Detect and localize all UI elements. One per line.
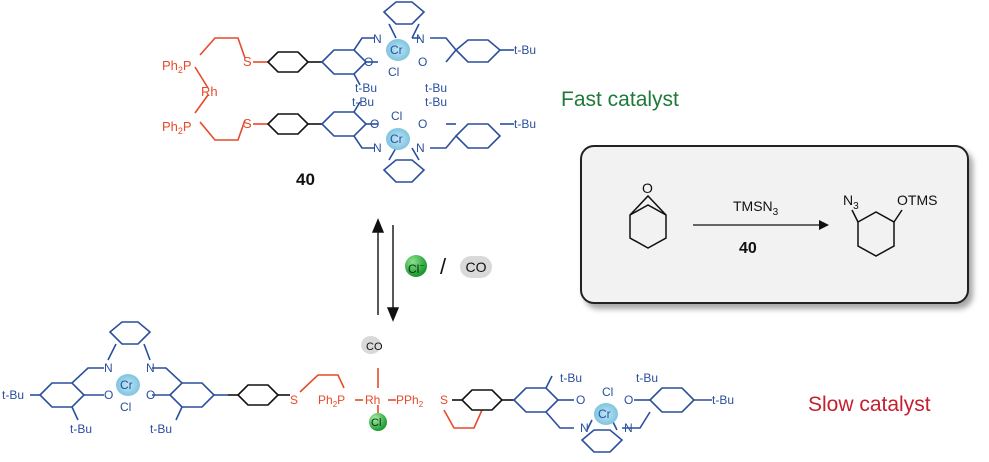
cr-halo-2 [386, 128, 410, 150]
o-atom-1: O [364, 55, 373, 69]
pph2-label: PPh2 [396, 393, 424, 409]
cr-halo-3 [116, 374, 140, 396]
s-atom-2: S [243, 116, 252, 131]
product-ring-drawn [857, 211, 895, 257]
cr-atom-4: Cr [598, 407, 611, 421]
rh-atom-top: Rh [201, 84, 218, 99]
slow-catalyst-structure: Cr Cl N N O O t-Bu t-Bu t-Bu S P [2, 321, 734, 453]
ph2p-label-3: Ph2P [318, 393, 345, 409]
cr-atom-2: Cr [390, 132, 403, 146]
product-n3-label: N3 [843, 192, 859, 212]
phenyl-right-bottom [452, 389, 514, 411]
reaction-arrowhead [819, 220, 829, 230]
o-atom-5: O [104, 388, 113, 402]
tbu-11: t-Bu [636, 371, 658, 385]
co-halo-bottom [361, 336, 381, 354]
o-atom-6: O [146, 388, 155, 402]
n-atom-5: N [104, 361, 113, 375]
cl-atom-1: Cl [388, 65, 399, 79]
epoxide-oxygen: O [642, 180, 653, 196]
fast-catalyst-structure: Ph2P Ph2P Rh S S [162, 1, 536, 183]
tbu-1: t-Bu [514, 43, 536, 57]
n-atom-3: N [373, 141, 382, 155]
salen-unit-lower [320, 101, 514, 183]
co-ligand: CO [366, 341, 383, 353]
condition-slash: / [440, 254, 447, 279]
salen-unit-upper [320, 1, 514, 86]
s-atom-1: S [243, 54, 252, 69]
ph2p-label-2: Ph2P [162, 119, 192, 136]
phenyl-spacers-top [266, 51, 322, 135]
tbu-6: t-Bu [425, 95, 447, 109]
cl-atom-2: Cl [391, 109, 402, 123]
o-atom-3: O [370, 117, 379, 131]
epoxide-ring-drawn [629, 204, 667, 249]
co-condition: CO [460, 256, 492, 278]
slow-catalyst-label: Slow catalyst [808, 393, 931, 416]
cl-atom-rh: Cl [371, 417, 381, 429]
tbu-12: t-Bu [712, 393, 734, 407]
tbu-7: t-Bu [2, 388, 24, 402]
n-atom-2: N [416, 32, 425, 46]
ph2p-label-1: Ph2P [162, 58, 192, 75]
chloride-condition-ball: Cl− [405, 255, 427, 277]
tbu-3: t-Bu [355, 81, 377, 95]
cr-halo-4 [594, 403, 618, 425]
cl-atom-3: Cl [120, 400, 131, 414]
o-atom-4: O [418, 117, 427, 131]
rh-atom-bottom: Rh [365, 393, 380, 407]
compound-number: 40 [296, 170, 315, 189]
n-atom-4: N [416, 141, 425, 155]
tbu-4: t-Bu [425, 81, 447, 95]
epoxide-bridge-drawn [629, 194, 667, 216]
cl-atom-4: Cl [602, 385, 613, 399]
s-atom-4: S [440, 393, 448, 407]
phenyl-left-bottom [228, 384, 290, 406]
equilibrium-arrows [371, 218, 400, 322]
o-atom-2: O [418, 55, 427, 69]
n-atom-7: N [580, 421, 589, 435]
n-atom-8: N [624, 421, 633, 435]
cr-atom-1: Cr [390, 43, 403, 57]
salen-left-bottom [30, 321, 228, 421]
s-atom-3: S [290, 393, 298, 407]
chloride-ligand-ball [369, 413, 387, 431]
product-substituent-bonds [851, 209, 903, 223]
rh-linker-top [194, 37, 268, 141]
cr-halo-1 [386, 39, 410, 61]
reagent-label: TMSN3 [733, 198, 779, 218]
tbu-2: t-Bu [514, 117, 536, 131]
tbu-9: t-Bu [150, 422, 172, 436]
n-atom-1: N [373, 32, 382, 46]
o-atom-8: O [624, 393, 633, 407]
catalyst-label: 40 [739, 240, 757, 257]
n-atom-6: N [146, 361, 155, 375]
product-otms-label: OTMS [897, 192, 938, 208]
tbu-8: t-Bu [70, 422, 92, 436]
o-atom-7: O [576, 393, 585, 407]
salen-right-bottom [512, 375, 712, 453]
cr-atom-3: Cr [120, 378, 133, 392]
fast-catalyst-label: Fast catalyst [561, 88, 679, 111]
tbu-10: t-Bu [560, 371, 582, 385]
rh-linker-bottom [299, 368, 483, 429]
tbu-5: t-Bu [352, 95, 374, 109]
